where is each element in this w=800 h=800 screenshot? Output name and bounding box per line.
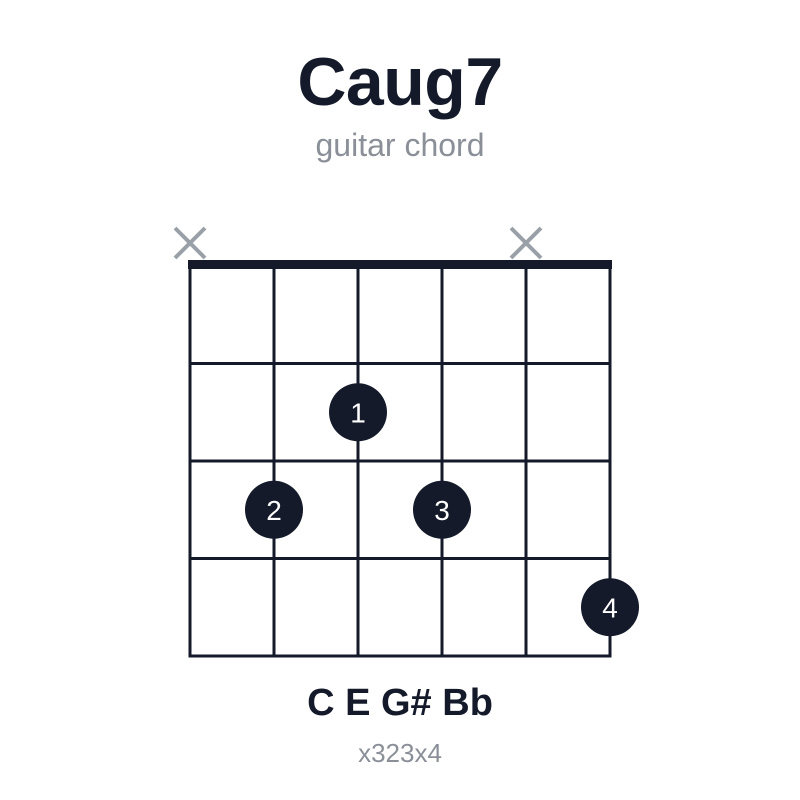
finger-dot: 4	[581, 578, 639, 637]
chord-fingering: x323x4	[358, 738, 442, 768]
nut	[188, 260, 612, 269]
finger-dot: 1	[329, 383, 387, 442]
x-stroke	[173, 226, 207, 260]
finger-number: 4	[602, 592, 618, 623]
string-markers	[173, 226, 543, 260]
finger-dot-circle	[581, 578, 639, 637]
muted-string-x-icon	[509, 226, 543, 260]
chord-subtitle: guitar chord	[315, 127, 485, 163]
x-stroke	[509, 226, 543, 260]
finger-number: 2	[266, 495, 282, 526]
finger-dot-circle	[413, 480, 471, 539]
chord-notes: C E G# Bb	[307, 682, 493, 724]
finger-number: 1	[350, 397, 366, 428]
fretboard-grid	[188, 260, 612, 658]
finger-dot: 3	[413, 480, 471, 539]
finger-dot: 2	[245, 480, 303, 539]
muted-string-x-icon	[173, 226, 207, 260]
finger-number: 3	[434, 495, 450, 526]
finger-dot-circle	[329, 383, 387, 442]
finger-dot-circle	[245, 480, 303, 539]
finger-dots: 2 1 3 4	[245, 383, 639, 637]
chord-title: Caug7	[297, 44, 503, 120]
